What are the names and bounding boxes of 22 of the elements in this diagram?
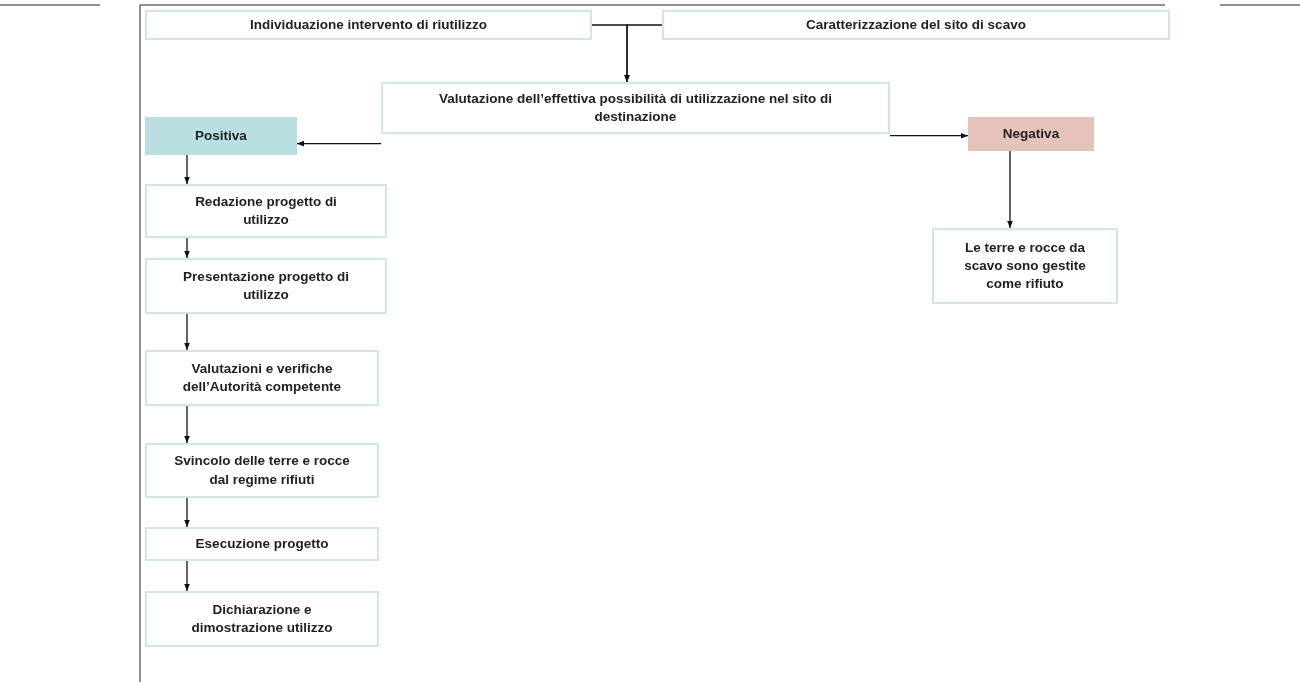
arrow: [889, 132, 969, 139]
arrow: [624, 24, 663, 83]
arrow: [184, 497, 190, 528]
process-box: Redazione progetto di utilizzo: [145, 184, 387, 238]
process-box: Svincolo delle terre e rocce dal regime rifiuti: [145, 443, 379, 498]
process-box: Valutazioni e verifiche dell’Autorità competente: [145, 350, 379, 406]
process-box: Le terre e rocce da scavo sono gestite come rifiuto: [932, 228, 1118, 304]
process-box: Presentazione progetto di utilizzo: [145, 258, 387, 314]
outcome-box: Negativa: [968, 117, 1094, 151]
process-box: Dichiarazione e dimostrazione utilizzo: [145, 591, 379, 647]
outcome-box: Positiva: [145, 117, 297, 155]
arrow: [184, 560, 190, 592]
arrow: [184, 313, 190, 351]
arrow: [184, 405, 190, 444]
arrow: [184, 154, 190, 185]
process-box: Esecuzione progetto: [145, 527, 379, 561]
process-box: Caratterizzazione del sito di scavo: [662, 10, 1170, 40]
arrow: [1007, 150, 1013, 229]
arrow: [296, 140, 382, 147]
process-box: Valutazione dell’effettiva possibilità di utilizzazione nel sito di destinazione: [381, 82, 890, 134]
arrow: [184, 237, 190, 259]
process-box: Individuazione intervento di riutilizzo: [145, 10, 592, 40]
